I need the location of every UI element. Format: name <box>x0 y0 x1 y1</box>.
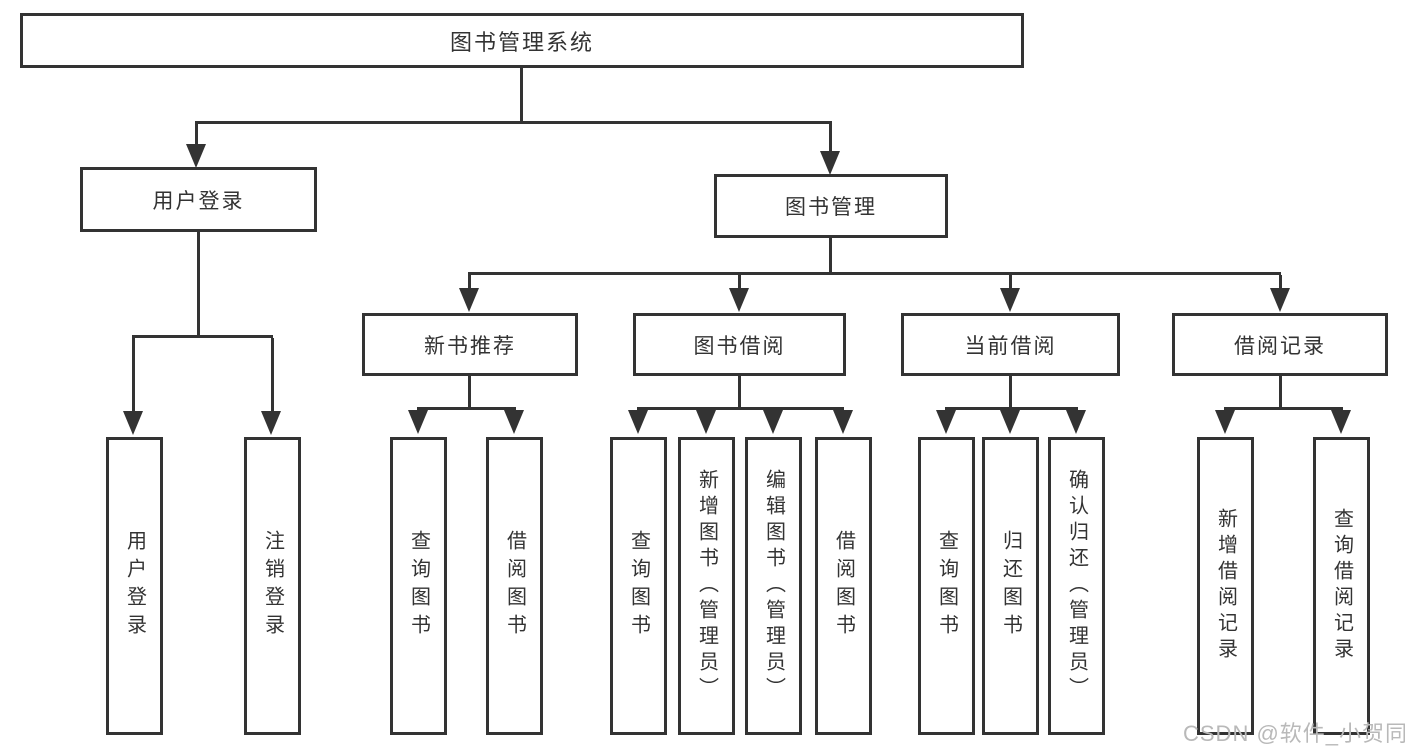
leaf-add-borrow-record-label: 新增借阅记录 <box>1214 508 1237 664</box>
arrow-down-icon <box>261 411 281 435</box>
connector-user-login-rail <box>132 335 273 338</box>
arrow-down-icon <box>820 151 840 175</box>
leaf-borrowing-query-books-label: 查询图书 <box>627 530 650 642</box>
leaf-add-books-admin-label: 新增图书（管理员） <box>695 469 718 703</box>
node-user-login: 用户登录 <box>80 167 317 232</box>
leaf-recommend-borrow-books: 借阅图书 <box>486 437 543 735</box>
connector-drop-section <box>468 275 471 290</box>
arrow-down-icon <box>1270 288 1290 312</box>
connector-section-rail <box>637 407 844 410</box>
leaf-edit-books-admin: 编辑图书（管理员） <box>745 437 802 735</box>
node-root: 图书管理系统 <box>20 13 1024 68</box>
arrow-down-icon <box>833 410 853 434</box>
leaf-query-borrow-record: 查询借阅记录 <box>1313 437 1370 735</box>
connector-section-rail <box>1224 407 1343 410</box>
leaf-borrowing-borrow-books-label: 借阅图书 <box>832 530 855 642</box>
arrow-down-icon <box>504 410 524 434</box>
leaf-return-books: 归还图书 <box>982 437 1039 735</box>
connector-drop-leaf <box>132 338 135 413</box>
node-book-management-label: 图书管理 <box>785 196 877 219</box>
arrow-down-icon <box>729 288 749 312</box>
connector-level1-rail <box>195 121 832 124</box>
connector-section-stem <box>1279 376 1282 410</box>
node-current-borrowing: 当前借阅 <box>901 313 1120 376</box>
leaf-add-borrow-record: 新增借阅记录 <box>1197 437 1254 735</box>
node-borrowing-records-label: 借阅记录 <box>1234 334 1326 358</box>
node-current-borrowing-label: 当前借阅 <box>964 334 1057 358</box>
arrow-down-icon <box>1066 410 1086 434</box>
connector-section-stem <box>738 376 741 410</box>
arrow-down-icon <box>763 410 783 434</box>
leaf-confirm-return-admin: 确认归还（管理员） <box>1048 437 1105 735</box>
node-book-borrowing-label: 图书借阅 <box>693 334 786 358</box>
connector-section-stem <box>1009 376 1012 410</box>
leaf-recommend-query-books-label: 查询图书 <box>407 530 430 642</box>
arrow-down-icon <box>1000 288 1020 312</box>
arrow-down-icon <box>459 288 479 312</box>
connector-section-rail <box>417 407 516 410</box>
connector-drop-book-management <box>829 124 832 154</box>
watermark: CSDN @软件_小贺同学 <box>1183 721 1405 746</box>
arrow-down-icon <box>408 410 428 434</box>
leaf-query-borrow-record-label: 查询借阅记录 <box>1330 508 1353 664</box>
leaf-user-login-label: 用户登录 <box>123 530 146 642</box>
arrow-down-icon <box>936 410 956 434</box>
node-new-book-recommendation-label: 新书推荐 <box>424 334 516 358</box>
leaf-recommend-borrow-books-label: 借阅图书 <box>503 530 526 642</box>
arrow-down-icon <box>1331 410 1351 434</box>
connector-drop-section <box>1009 275 1012 290</box>
leaf-current-query-books: 查询图书 <box>918 437 975 735</box>
leaf-borrowing-borrow-books: 借阅图书 <box>815 437 872 735</box>
node-new-book-recommendation: 新书推荐 <box>362 313 578 376</box>
node-root-label: 图书管理系统 <box>449 29 594 55</box>
connector-drop-leaf <box>271 338 274 413</box>
arrow-down-icon <box>628 410 648 434</box>
connector-root-stem <box>520 68 523 124</box>
arrow-down-icon <box>1000 410 1020 434</box>
leaf-confirm-return-admin-label: 确认归还（管理员） <box>1065 469 1088 703</box>
leaf-user-login: 用户登录 <box>106 437 163 735</box>
arrow-down-icon <box>696 410 716 434</box>
connector-user-login-stem <box>197 232 200 338</box>
arrow-down-icon <box>186 144 206 168</box>
leaf-logout-label: 注销登录 <box>261 530 284 642</box>
leaf-edit-books-admin-label: 编辑图书（管理员） <box>762 469 785 703</box>
arrow-down-icon <box>1215 410 1235 434</box>
node-book-management: 图书管理 <box>714 174 948 238</box>
connector-drop-user-login <box>195 124 198 148</box>
node-borrowing-records: 借阅记录 <box>1172 313 1388 376</box>
leaf-current-query-books-label: 查询图书 <box>935 530 958 642</box>
connector-drop-section <box>738 275 741 290</box>
node-book-borrowing: 图书借阅 <box>633 313 846 376</box>
leaf-borrowing-query-books: 查询图书 <box>610 437 667 735</box>
leaf-recommend-query-books: 查询图书 <box>390 437 447 735</box>
connector-book-management-stem <box>829 238 832 275</box>
connector-level2-rail <box>468 272 1281 275</box>
node-user-login-label: 用户登录 <box>152 189 245 213</box>
connector-drop-section <box>1279 275 1282 290</box>
arrow-down-icon <box>123 411 143 435</box>
leaf-logout: 注销登录 <box>244 437 301 735</box>
leaf-add-books-admin: 新增图书（管理员） <box>678 437 735 735</box>
leaf-return-books-label: 归还图书 <box>999 530 1022 642</box>
connector-section-rail <box>945 407 1078 410</box>
connector-section-stem <box>468 376 471 410</box>
